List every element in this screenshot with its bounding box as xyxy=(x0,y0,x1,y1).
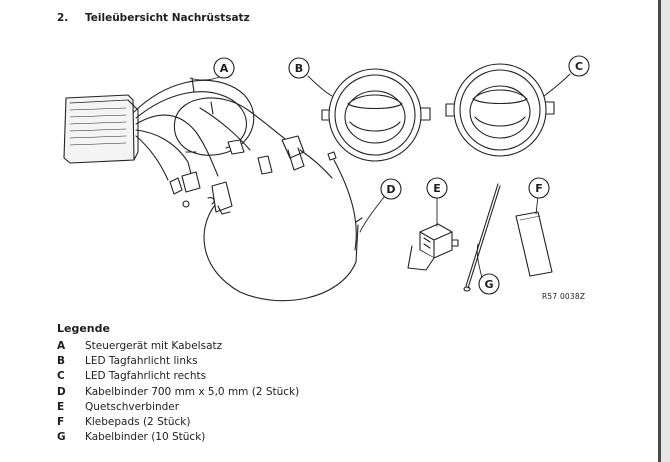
legend-item: A Steuergerät mit Kabelsatz xyxy=(57,339,299,354)
callout-g-label: G xyxy=(484,278,493,291)
page-edge xyxy=(658,0,661,462)
callout-f xyxy=(528,177,550,199)
legend-key: F xyxy=(57,416,65,429)
callout-a-label: A xyxy=(220,62,229,75)
legend-item: B LED Tagfahrlicht links xyxy=(57,354,299,369)
crimp-connector-illustration xyxy=(407,223,459,271)
legend-title: Legende xyxy=(57,322,110,335)
section-title: Teileübersicht Nachrüstsatz xyxy=(85,12,250,24)
short-cable-tie-illustration xyxy=(463,183,501,292)
legend-text: Kabelbinder 700 mm x 5,0 mm (2 Stück) xyxy=(85,385,300,398)
callout-b xyxy=(288,57,310,79)
legend-item: C LED Tagfahrlicht rechts xyxy=(57,369,299,384)
long-cable-tie-illustration xyxy=(203,204,363,302)
legend-text: Kabelbinder (10 Stück) xyxy=(85,431,206,444)
adhesive-pad-illustration xyxy=(515,211,553,277)
callout-e-label: E xyxy=(433,182,441,195)
legend-item: F Klebepads (2 Stück) xyxy=(57,415,299,430)
callout-d xyxy=(380,178,402,200)
legend-item: D Kabelbinder 700 mm x 5,0 mm (2 Stück) xyxy=(57,385,299,400)
legend-text: LED Tagfahrlicht rechts xyxy=(85,370,207,383)
legend-key: C xyxy=(57,370,65,383)
legend-key: B xyxy=(57,355,66,368)
led-light-left-illustration xyxy=(321,68,431,162)
callout-e xyxy=(426,177,448,199)
callout-a xyxy=(213,57,235,79)
legend-list: A Steuergerät mit Kabelsatz B LED Tagfahrl… xyxy=(57,339,299,445)
legend-text: Klebepads (2 Stück) xyxy=(85,416,191,429)
led-light-right-illustration xyxy=(445,63,555,157)
legend-key: D xyxy=(57,385,66,398)
legend-text: Quetschverbinder xyxy=(85,400,180,413)
legend-item: E Quetschverbinder xyxy=(57,400,299,415)
legend-text: LED Tagfahrlicht links xyxy=(85,355,198,368)
legend-key: G xyxy=(57,431,66,444)
legend-item: G Kabelbinder (10 Stück) xyxy=(57,430,299,445)
section-heading: 2. Teileübersicht Nachrüstsatz xyxy=(57,12,250,24)
section-number: 2. xyxy=(57,12,69,24)
page-margin xyxy=(661,0,670,462)
callout-d-label: D xyxy=(386,183,395,196)
callout-c-label: C xyxy=(575,60,583,73)
callout-f-label: F xyxy=(535,182,543,195)
legend-key: E xyxy=(57,400,65,413)
callout-g xyxy=(478,273,500,295)
figure-code: R57 0038Z xyxy=(542,292,586,301)
legend-key: A xyxy=(57,340,66,352)
callout-c xyxy=(568,55,590,77)
legend-text: Steuergerät mit Kabelsatz xyxy=(85,340,223,352)
control-unit-with-harness xyxy=(63,77,357,251)
callout-b-label: B xyxy=(295,62,303,75)
parts-illustration: A B C D E F G xyxy=(63,55,590,302)
